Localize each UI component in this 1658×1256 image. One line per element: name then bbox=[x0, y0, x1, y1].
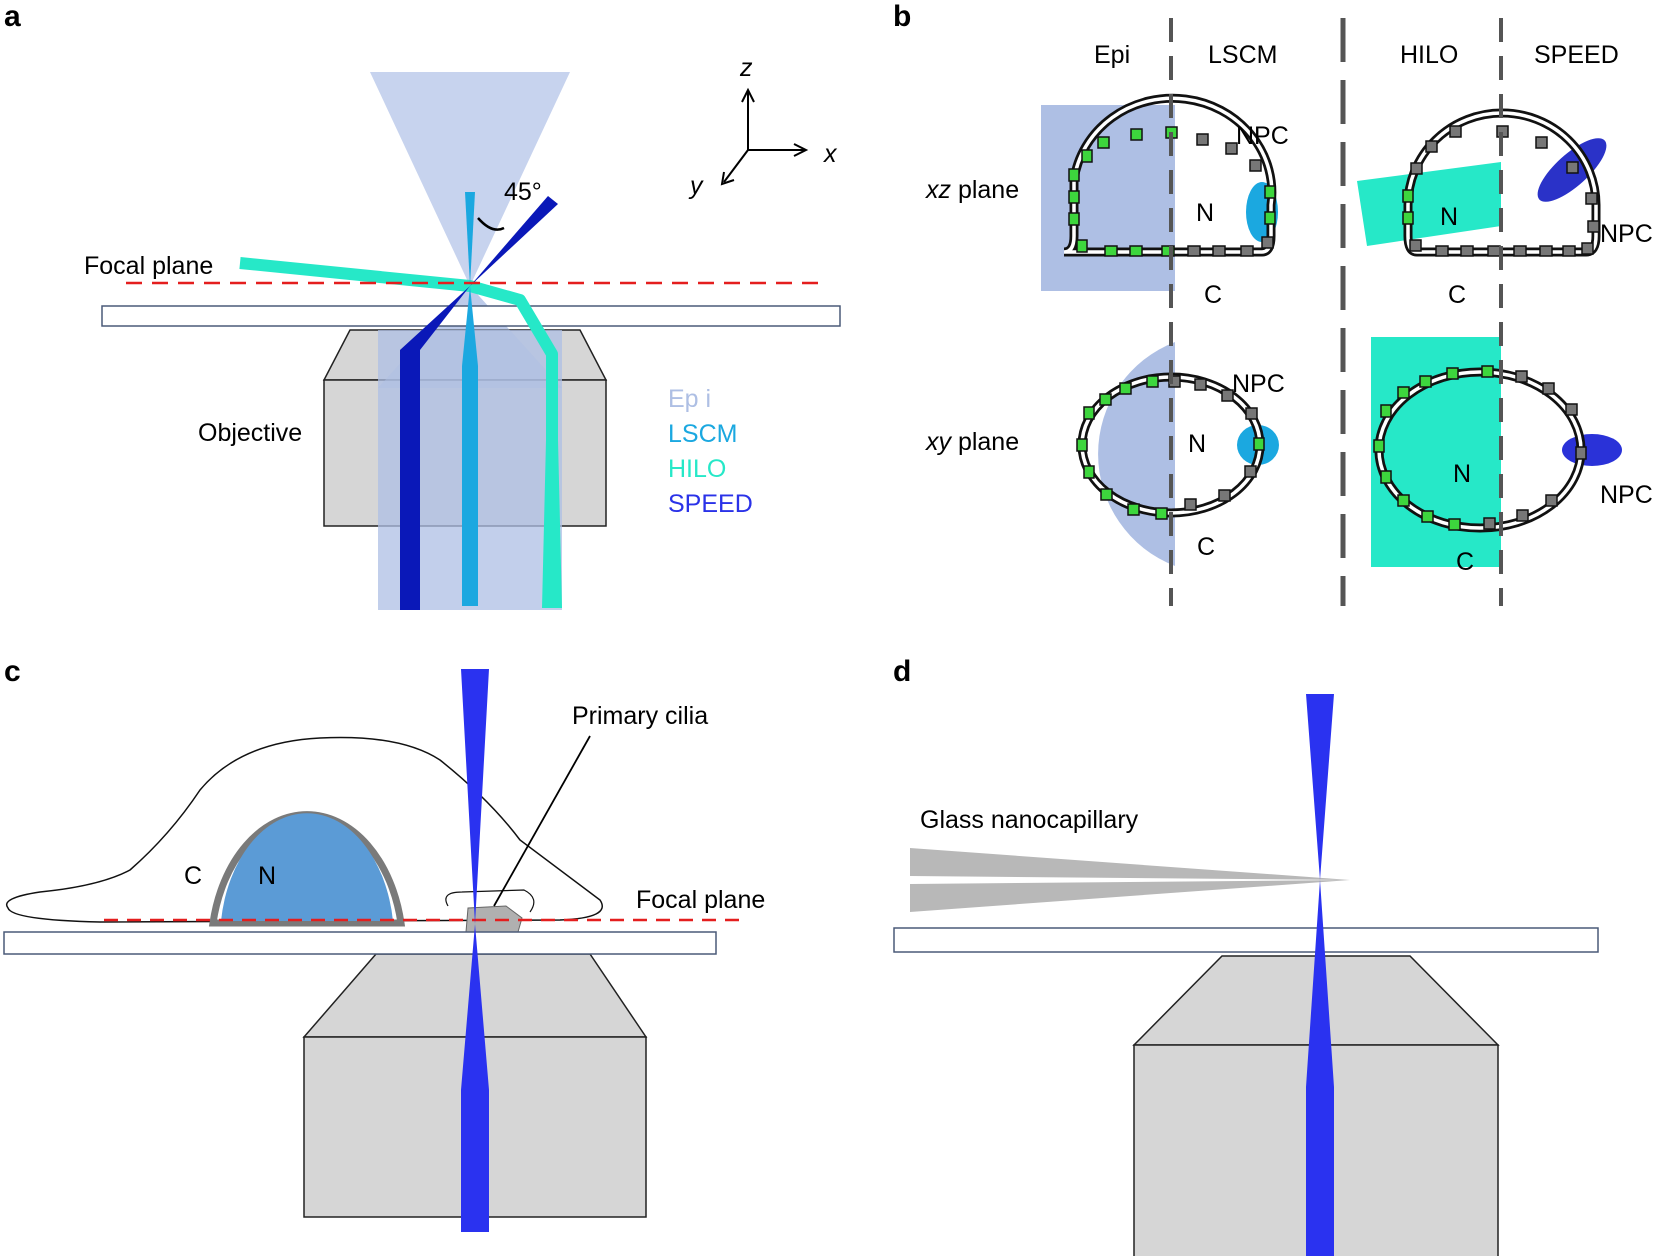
column-epi: Epi bbox=[1094, 41, 1130, 69]
hilo-beam bbox=[239, 257, 558, 440]
row-xy-label: xy plane bbox=[925, 428, 1019, 456]
focal-plane-label-a: Focal plane bbox=[84, 252, 213, 280]
capillary-upper-wall bbox=[910, 848, 1350, 880]
cilia-pocket bbox=[445, 889, 535, 913]
axes-icon bbox=[720, 87, 809, 186]
panel-b-letter: b bbox=[893, 0, 911, 33]
axis-z-label: z bbox=[739, 54, 753, 82]
npc-label-3: NPC bbox=[1232, 370, 1285, 398]
primary-cilium bbox=[465, 905, 523, 933]
legend-hilo: HILO bbox=[668, 455, 726, 483]
speed-beam-lower bbox=[400, 286, 470, 610]
nucleus-label: N bbox=[258, 862, 276, 890]
panel-a: a Focal plane 45° bbox=[4, 0, 841, 610]
row-xz-label: xz plane bbox=[925, 176, 1019, 204]
panel-c-letter: c bbox=[4, 655, 21, 688]
primary-cilia-label: Primary cilia bbox=[572, 702, 708, 730]
panel-c: c Primary cilia Focal plane C N bbox=[3, 655, 765, 1232]
objective-label: Objective bbox=[198, 419, 302, 447]
npc-label-1: NPC bbox=[1236, 122, 1289, 150]
column-hilo: HILO bbox=[1400, 41, 1458, 69]
speed-beam-d bbox=[1306, 694, 1334, 1256]
lscm-beam-upper bbox=[465, 192, 475, 286]
legend-epi: Ep i bbox=[668, 385, 711, 413]
c-label-3: C bbox=[1197, 533, 1215, 561]
hilo-lower bbox=[542, 440, 562, 608]
axis-y-label: y bbox=[688, 172, 704, 200]
legend-lscm: LSCM bbox=[668, 420, 737, 448]
coverslip-c bbox=[3, 931, 717, 955]
n-label-3: N bbox=[1188, 430, 1206, 458]
npc-label-2: NPC bbox=[1600, 220, 1653, 248]
cilia-pointer-line bbox=[493, 735, 591, 907]
angle-arc bbox=[477, 217, 505, 231]
c-label-1: C bbox=[1204, 281, 1222, 309]
c-label-4: C bbox=[1456, 548, 1474, 576]
lscm-beam-lower bbox=[462, 286, 478, 606]
epi-xz-illumination bbox=[1041, 105, 1175, 291]
npc-beads-hilo-speed-xz bbox=[1402, 125, 1600, 257]
panel-b: b Epi LSCM HILO SPEED xz plane xy plane bbox=[893, 0, 1653, 606]
epi-upper-cone bbox=[370, 72, 570, 286]
legend-speed: SPEED bbox=[668, 490, 753, 518]
nuclear-envelope-epi-lscm-xz bbox=[1063, 93, 1277, 257]
npc-beads-epi-lscm-xz bbox=[1068, 126, 1276, 257]
panel-d-letter: d bbox=[893, 655, 911, 688]
panel-d: d Glass nanocapillary bbox=[893, 655, 1599, 1256]
axis-x-label: x bbox=[823, 140, 838, 168]
n-label-2: N bbox=[1440, 203, 1458, 231]
nucleus-c bbox=[221, 813, 393, 921]
angle-label: 45° bbox=[504, 178, 542, 206]
hilo-xz-illumination bbox=[1357, 162, 1501, 246]
nuclear-envelope-hilo-speed-xz bbox=[1403, 108, 1601, 257]
column-speed: SPEED bbox=[1534, 41, 1619, 69]
npc-beads-epi-lscm-xy bbox=[1076, 375, 1265, 520]
cytoplasm-label: C bbox=[184, 862, 202, 890]
npc-beads-hilo-speed-xy bbox=[1373, 365, 1587, 531]
glass-nanocapillary-label: Glass nanocapillary bbox=[920, 806, 1139, 834]
column-lscm: LSCM bbox=[1208, 41, 1277, 69]
panel-a-letter: a bbox=[4, 0, 21, 33]
focal-plane-label-c: Focal plane bbox=[636, 886, 765, 914]
speed-beam-c bbox=[461, 669, 489, 1232]
speed-beam-upper bbox=[470, 196, 558, 286]
speed-xy-spot bbox=[1562, 434, 1622, 466]
n-label-1: N bbox=[1196, 199, 1214, 227]
npc-label-4: NPC bbox=[1600, 481, 1653, 509]
coverslip-d bbox=[893, 927, 1599, 953]
c-label-2: C bbox=[1448, 281, 1466, 309]
capillary-lower-wall bbox=[910, 880, 1350, 912]
n-label-4: N bbox=[1453, 460, 1471, 488]
